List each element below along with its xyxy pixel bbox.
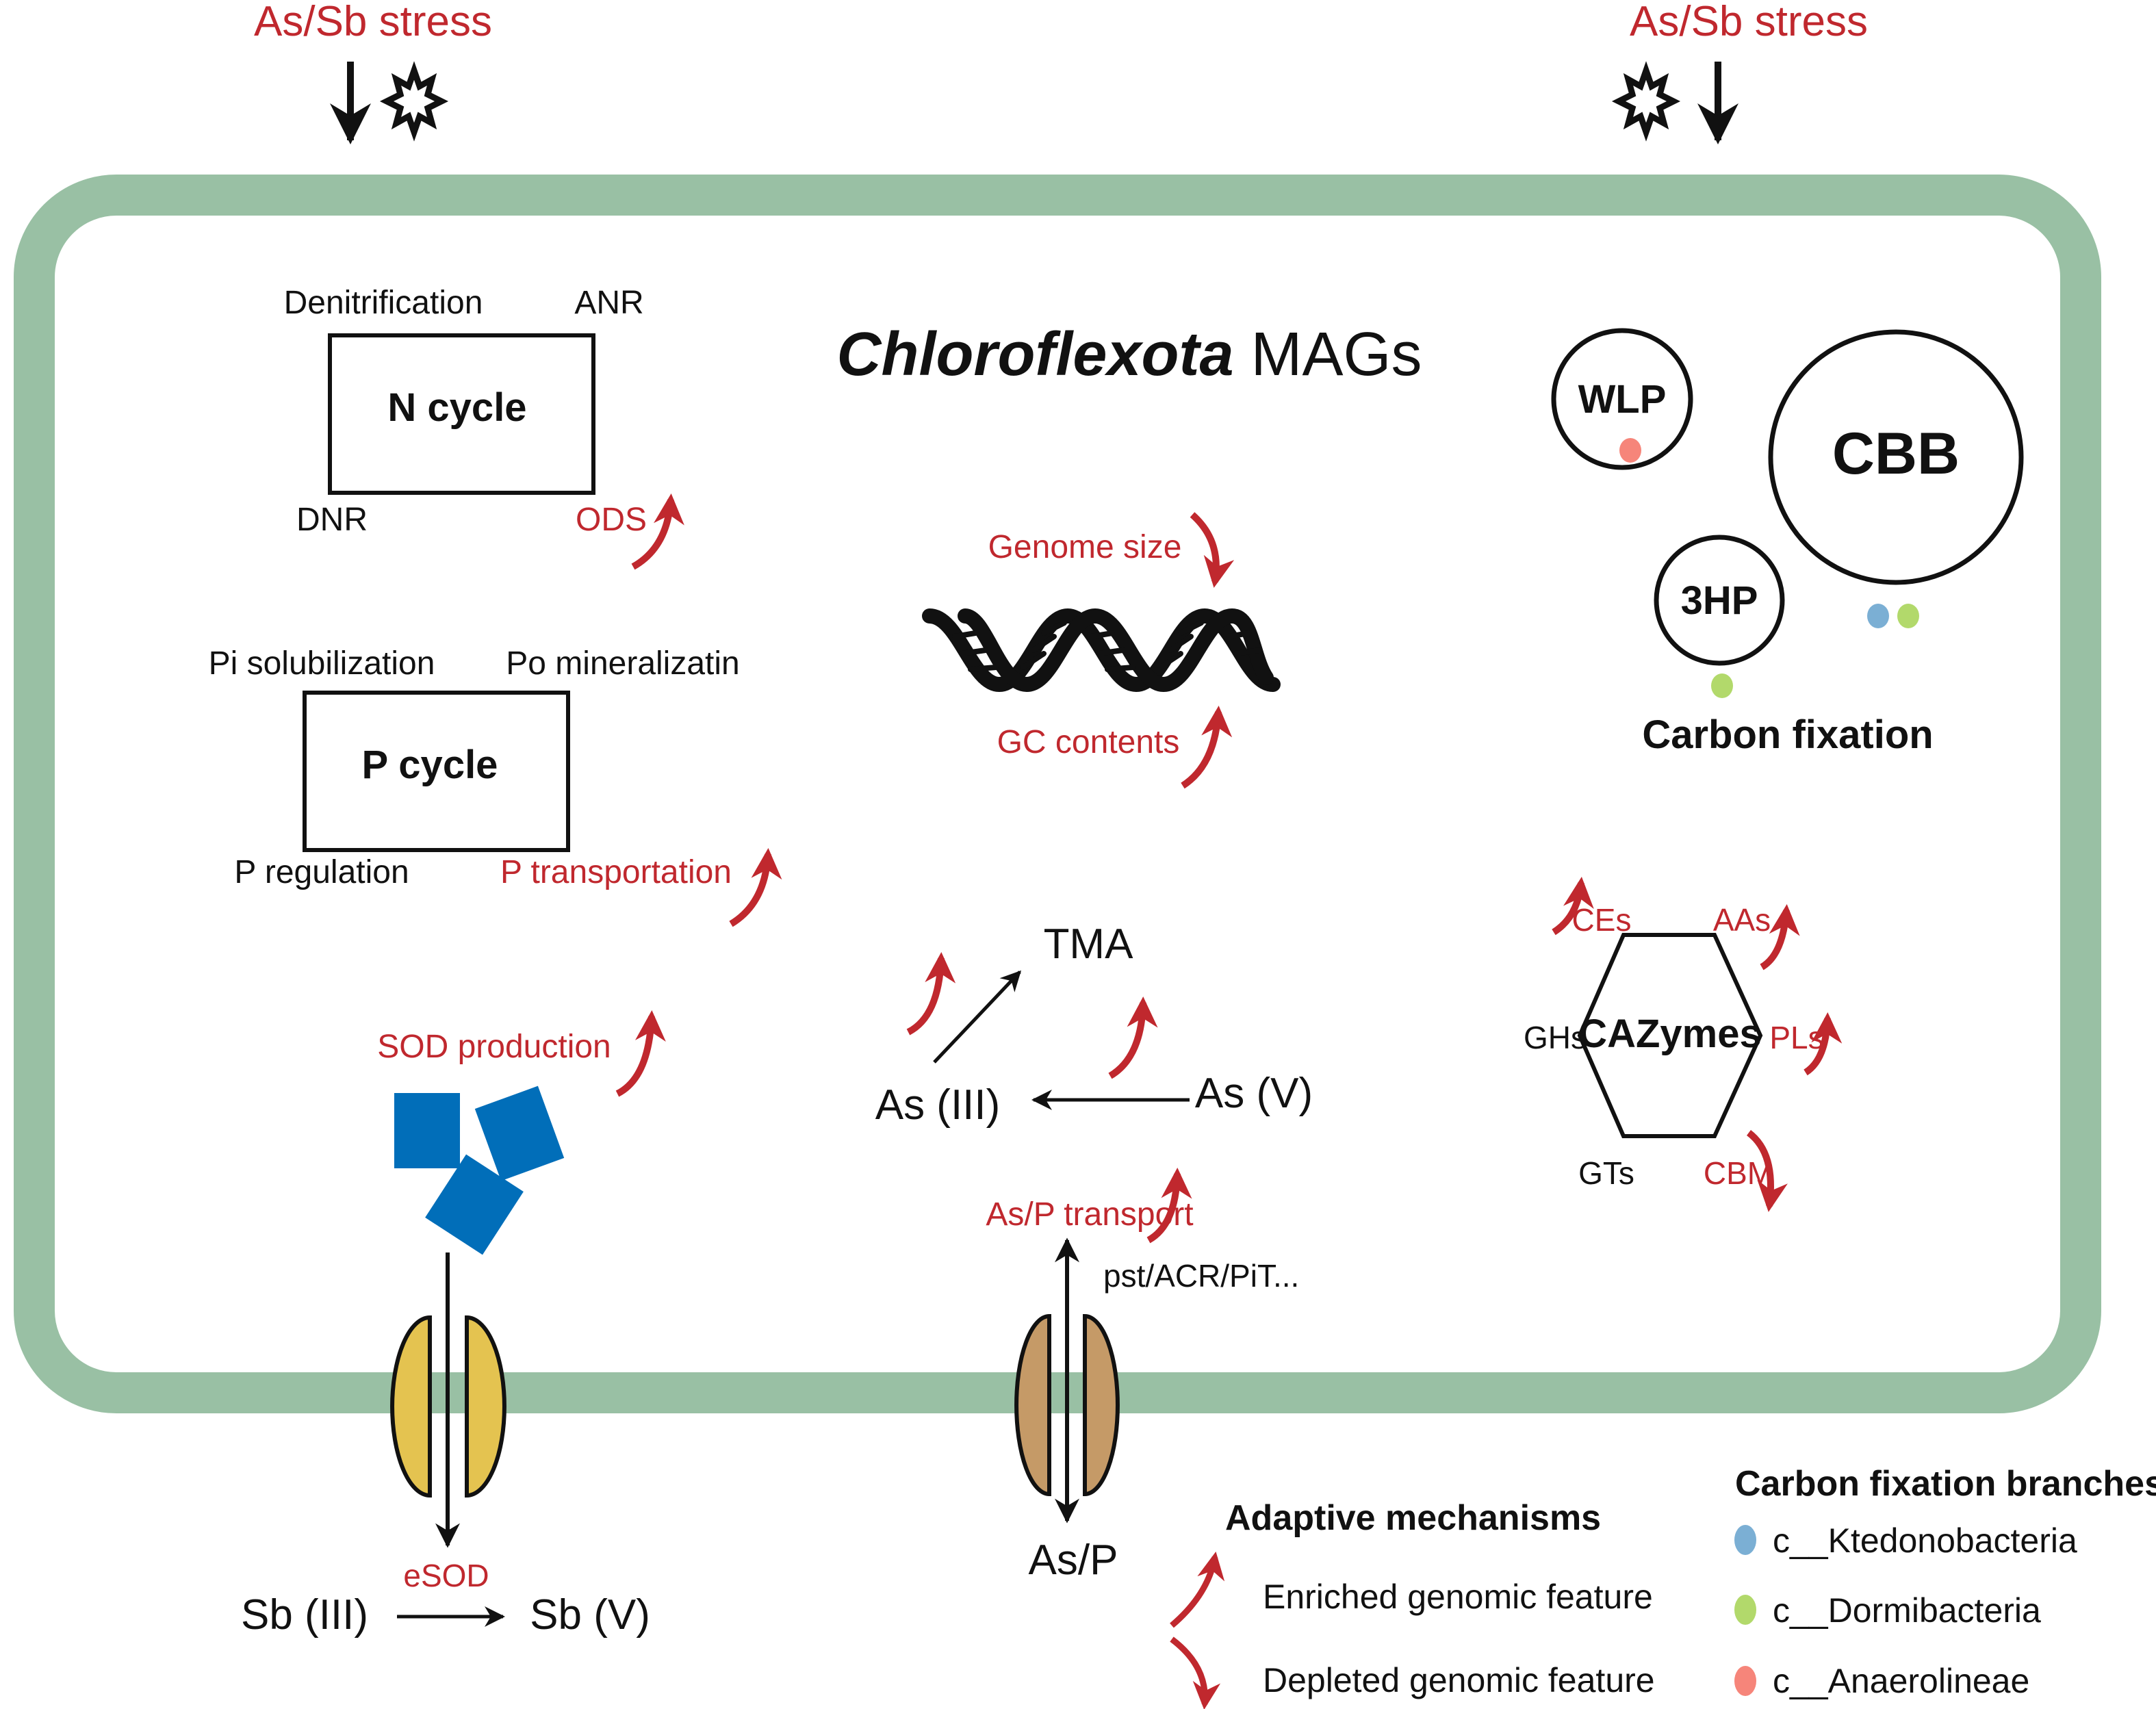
gc-contents-label: GC contents bbox=[997, 724, 1180, 760]
p-cycle-po-mineralization: Po mineralizatin bbox=[506, 645, 739, 682]
cazymes: CAZymes CEs AAs GHs PLs GTs CBM bbox=[1524, 877, 1843, 1212]
as3-to-tma-arrow-icon bbox=[933, 970, 1022, 1064]
enriched-arrow-icon bbox=[906, 952, 956, 1036]
cazymes-pls: PLs bbox=[1769, 1020, 1823, 1055]
legend-depleted-label: Depleted genomic feature bbox=[1263, 1661, 1655, 1699]
legend-dot-ktedonobacteria bbox=[1734, 1525, 1756, 1555]
burst-icon bbox=[379, 61, 449, 142]
stress-left-label: As/Sb stress bbox=[254, 0, 492, 45]
legend-branches-title: Carbon fixation branches bbox=[1735, 1464, 2156, 1504]
transporter-genes-label: pst/ACR/PiT... bbox=[1103, 1258, 1299, 1294]
n-cycle-dnr: DNR bbox=[296, 502, 368, 538]
wlp-circle bbox=[1551, 328, 1693, 470]
enriched-arrow-icon bbox=[729, 848, 782, 927]
cazymes-cbm: CBM bbox=[1704, 1155, 1773, 1191]
cbb-circle bbox=[1768, 329, 2024, 585]
legend-dormibacteria-label: c__Dormibacteria bbox=[1773, 1591, 2041, 1630]
enriched-arrow-icon bbox=[1181, 706, 1233, 789]
n-cycle-title: N cycle bbox=[387, 385, 526, 430]
cbb-label: CBB bbox=[1832, 421, 1960, 487]
enriched-arrow-icon bbox=[1146, 1168, 1192, 1244]
genome-size-label: Genome size bbox=[988, 529, 1182, 565]
p-cycle-box bbox=[303, 691, 570, 852]
esod-label: eSOD bbox=[403, 1558, 489, 1593]
3hp-label: 3HP bbox=[1681, 578, 1758, 623]
stress-right-label: As/Sb stress bbox=[1630, 0, 1868, 45]
stress-left: As/Sb stress bbox=[254, 0, 492, 144]
as-p-channel-icon bbox=[1014, 1313, 1120, 1497]
legend-anaerolineae-label: c__Anaerolineae bbox=[1773, 1662, 2029, 1700]
arsenic-transformations: TMA As (III) As (V) As/P transport pst/A… bbox=[875, 921, 1313, 1584]
enriched-arrow-icon bbox=[615, 1010, 666, 1097]
legend-adaptive-title: Adaptive mechanisms bbox=[1225, 1498, 1601, 1538]
sod-protein-icon bbox=[394, 1093, 460, 1168]
enriched-arrow-icon bbox=[1108, 997, 1158, 1079]
p-cycle-title: P cycle bbox=[362, 743, 498, 787]
depleted-arrow-icon bbox=[1190, 512, 1235, 588]
carbon-fixation: WLP CBB 3HP Carbon fixation bbox=[1551, 328, 2024, 757]
n-cycle-box bbox=[328, 333, 595, 495]
n-cycle-denitrification: Denitrification bbox=[284, 285, 483, 321]
sod-channel-icon bbox=[390, 1315, 506, 1498]
cazymes-gts: GTs bbox=[1578, 1155, 1634, 1191]
legend-ktedonobacteria-label: c__Ktedonobacteria bbox=[1773, 1521, 2077, 1560]
sod-protein-icon bbox=[425, 1154, 524, 1255]
as-p-outside-label: As/P bbox=[1029, 1537, 1118, 1584]
sb5-label: Sb (V) bbox=[530, 1591, 650, 1639]
legend-branches: Carbon fixation branches c__Ktedonobacte… bbox=[1734, 1464, 2156, 1700]
n-cycle-ods: ODS bbox=[576, 502, 647, 538]
stress-right: As/Sb stress bbox=[1611, 0, 1868, 144]
sb3-label: Sb (III) bbox=[241, 1591, 368, 1639]
sod-protein-icon bbox=[474, 1085, 565, 1181]
enriched-arrow-icon bbox=[1760, 904, 1800, 971]
p-cycle: P cycle Pi solubilization Po mineralizat… bbox=[209, 645, 782, 927]
branch-dot-dormibacteria bbox=[1897, 604, 1919, 628]
tma-label: TMA bbox=[1044, 921, 1134, 968]
branch-dot-anaerolineae bbox=[1619, 438, 1641, 463]
enriched-arrow-icon bbox=[1804, 1012, 1843, 1076]
p-cycle-pi-solubilization: Pi solubilization bbox=[209, 645, 435, 682]
branch-dot-dormibacteria bbox=[1711, 673, 1733, 698]
legend-dot-dormibacteria bbox=[1734, 1595, 1756, 1625]
dna-helix-icon bbox=[922, 608, 1281, 693]
as5-label: As (V) bbox=[1195, 1070, 1313, 1117]
enriched-arrow-icon bbox=[1552, 877, 1594, 936]
legend-enriched-label: Enriched genomic feature bbox=[1263, 1578, 1653, 1616]
3hp-circle bbox=[1654, 535, 1785, 666]
depleted-arrow-icon bbox=[1170, 1636, 1221, 1709]
p-cycle-p-regulation: P regulation bbox=[234, 854, 409, 890]
as-p-transport-label: As/P transport bbox=[986, 1196, 1193, 1233]
as3-label: As (III) bbox=[875, 1081, 1001, 1129]
p-cycle-p-transportation: P transportation bbox=[500, 854, 732, 890]
carbon-fixation-title: Carbon fixation bbox=[1642, 712, 1933, 757]
n-cycle-anr: ANR bbox=[574, 285, 643, 321]
wlp-label: WLP bbox=[1578, 377, 1667, 422]
cazymes-aas: AAs bbox=[1713, 902, 1771, 938]
sod-production-label: SOD production bbox=[377, 1029, 611, 1065]
depleted-arrow-icon bbox=[1746, 1130, 1788, 1212]
n-cycle: N cycle Denitrification ANR DNR ODS bbox=[284, 285, 684, 570]
enriched-arrow-icon bbox=[1170, 1552, 1225, 1628]
figure-title: Chloroflexota MAGs bbox=[836, 320, 1422, 389]
cazymes-ghs: GHs bbox=[1524, 1020, 1587, 1055]
burst-icon bbox=[1611, 61, 1681, 142]
genome-features: Genome size GC contents bbox=[922, 512, 1281, 789]
legend-dot-anaerolineae bbox=[1734, 1666, 1756, 1696]
enriched-arrow-icon bbox=[631, 493, 684, 570]
sod-module: SOD production eSOD Sb (III) Sb (V) bbox=[241, 1010, 666, 1639]
branch-dot-ktedonobacteria bbox=[1867, 604, 1889, 628]
cazymes-title: CAZymes bbox=[1578, 1012, 1762, 1056]
cazymes-hexagon bbox=[1577, 933, 1763, 1138]
legend-adaptive: Adaptive mechanisms Enriched genomic fea… bbox=[1170, 1498, 1655, 1709]
cazymes-ces: CEs bbox=[1572, 902, 1632, 938]
